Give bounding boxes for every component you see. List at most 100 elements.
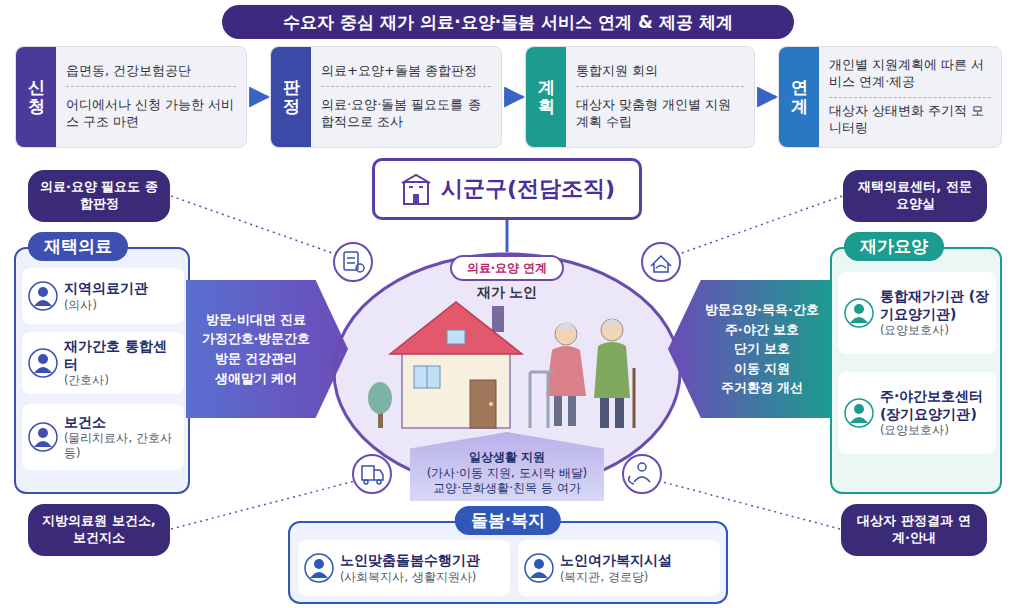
- node-text: 개인별 지원계획에 따른 서비스 연계·제공: [829, 57, 991, 98]
- node-heading: 재가요양: [860, 235, 928, 258]
- item-icon: [844, 398, 874, 428]
- connector: [249, 96, 268, 99]
- panel-tab: 재가요양: [844, 232, 944, 261]
- node-text: 생애말기 케어: [198, 370, 314, 388]
- node-heading: 지방의료원 보건소, 보건지소: [38, 513, 160, 547]
- node-heading: 주·야간보호센터 (장기요양기관): [880, 388, 990, 423]
- title-pill: 수요자 중심 재가 의료·요양·돌봄 서비스 연계 & 제공 체계: [222, 5, 794, 39]
- leader-lines: [171, 196, 842, 529]
- node-text: (물리치료사, 간호사 등): [64, 431, 178, 460]
- node-heading: 신청: [28, 78, 45, 115]
- item-texts: 노인맞춤돌봄수행기관(사회복지사, 생활지원사): [340, 552, 504, 584]
- connector: [504, 96, 523, 99]
- building-icon: [399, 172, 433, 206]
- item-texts: 보건소(물리치료사, 간호사 등): [64, 414, 178, 460]
- node-heading: 재가 노인: [477, 284, 538, 302]
- item-icon: [28, 348, 58, 378]
- service-panel: 지역의료기관(의사) 재가간호 통합센터(간호사) 보건소(물리치료사, 간호사 등…: [14, 232, 190, 494]
- node-heading: 노인여가복지시설: [560, 552, 714, 570]
- house: [390, 302, 522, 428]
- node-text: (요양보호사): [880, 423, 990, 437]
- arrow-fill: [410, 432, 604, 501]
- node-text: (요양보호사): [880, 323, 990, 337]
- panel-tab: 돌봄·복지: [455, 506, 561, 535]
- connector: [757, 96, 776, 99]
- step-tab: 연계: [779, 47, 819, 147]
- callout-pill: 의료·요양 필요도 종합판정: [28, 170, 170, 222]
- node-heading: 의료·요양 연계: [467, 260, 548, 277]
- item-icon: [28, 422, 58, 452]
- node-heading: 재택의료센터, 전문요양실: [853, 179, 977, 213]
- item-texts: 지역의료기관(의사): [64, 280, 178, 312]
- node-heading: 재가간호 통합센터: [64, 338, 178, 373]
- process-box: 연계 개인별 지원계획에 따른 서비스 연계·제공대상자 상태변화 주기적 모니터…: [778, 46, 1002, 148]
- node-text: 의료·요양·돌봄 필요도를 종합적으로 조사: [321, 97, 491, 131]
- tree: [368, 382, 392, 428]
- node-heading: 계획: [538, 78, 555, 115]
- node-text: 의료+요양+돌봄 종합판정: [321, 63, 491, 87]
- step-body: 통합지원 회의대상자 맞춤형 개인별 지원계획 수립: [566, 47, 754, 147]
- provider-item: 지역의료기관(의사): [22, 268, 184, 324]
- service-panel: 노인맞춤돌봄수행기관(사회복지사, 생활지원사) 노인여가복지시설(복지관, 경로…: [288, 506, 728, 604]
- node-heading: 일상생활 지원: [414, 450, 600, 466]
- step-body: 읍면동, 건강보험공단어디에서나 신청 가능한 서비스 구조 마련: [56, 47, 246, 147]
- item-icon: [844, 298, 874, 328]
- connector: [506, 220, 509, 252]
- provider-item: 재가간호 통합센터(간호사): [22, 332, 184, 394]
- node-heading: 통합재가기관 (장기요양기관): [880, 288, 990, 323]
- callout-pill: 대상자 판정결과 연계·안내: [841, 504, 987, 556]
- link-pill: 의료·요양 연계: [450, 255, 564, 281]
- item-texts: 재가간호 통합센터(간호사): [64, 338, 178, 387]
- node-heading: 지역의료기관: [64, 280, 178, 298]
- item-icon: [304, 553, 334, 583]
- node-text: (사회복지사, 생활지원사): [340, 570, 504, 584]
- panel-tab: 재택의료: [28, 232, 128, 261]
- node-text: 대상자 상태변화 주기적 모니터링: [829, 103, 991, 137]
- service-arrow: 방문·비대면 진료가정간호·방문간호방문 건강관리생애말기 케어: [186, 280, 348, 418]
- node-heading: 연계: [791, 78, 808, 115]
- node-heading: 재택의료: [44, 235, 112, 258]
- node-text: 대상자 맞춤형 개인별 지원계획 수립: [576, 97, 744, 131]
- node-text: 주·야간 보호: [702, 321, 822, 339]
- step-body: 의료+요양+돌봄 종합판정의료·요양·돌봄 필요도를 종합적으로 조사: [311, 47, 501, 147]
- node-text: (간호사): [64, 373, 178, 387]
- center-ground: [332, 252, 682, 492]
- item-icon: [28, 281, 58, 311]
- node-text: (의사): [64, 298, 178, 312]
- callout-pill: 지방의료원 보건소, 보건지소: [28, 504, 170, 556]
- provider-item: 통합재가기관 (장기요양기관)(요양보호사): [838, 272, 996, 354]
- step-tab: 신청: [16, 47, 56, 147]
- process-box: 신청 읍면동, 건강보험공단어디에서나 신청 가능한 서비스 구조 마련: [15, 46, 247, 148]
- process-box: 판정의료+요양+돌봄 종합판정의료·요양·돌봄 필요도를 종합적으로 조사: [270, 46, 502, 148]
- node-text: 어디에서나 신청 가능한 서비스 구조 마련: [66, 97, 236, 131]
- item-texts: 주·야간보호센터 (장기요양기관)(요양보호사): [880, 388, 990, 437]
- step-tab: 계획: [526, 47, 566, 147]
- node-heading: 방문요양·목욕·간호: [702, 301, 822, 319]
- node-heading: 방문·비대면 진료: [198, 311, 314, 329]
- node-text: 가정간호·방문간호: [198, 330, 314, 348]
- item-texts: 통합재가기관 (장기요양기관)(요양보호사): [880, 288, 990, 337]
- step-tab: 판정: [271, 47, 311, 147]
- ellipse-label: 재가 노인: [332, 282, 682, 302]
- node-heading: 노인맞춤돌봄수행기관: [340, 552, 504, 570]
- node-text: 주거환경 개선: [702, 379, 822, 397]
- service-arrow: 방문요양·목욕·간호주·야간 보호단기 보호이동 지원주거환경 개선: [668, 280, 832, 418]
- item-icon: [524, 553, 554, 583]
- step-body: 개인별 지원계획에 따른 서비스 연계·제공대상자 상태변화 주기적 모니터링: [819, 47, 1001, 147]
- node-heading: 의료·요양 필요도 종합판정: [38, 179, 160, 213]
- elderly-couple: [530, 319, 634, 428]
- office-box: 시군구(전담조직): [372, 158, 642, 220]
- provider-item: 보건소(물리치료사, 간호사 등): [22, 404, 184, 470]
- node-heading: 보건소: [64, 414, 178, 432]
- node-text: 교양·문화생활·친목 등 여가: [414, 481, 600, 497]
- provider-item: 노인여가복지시설(복지관, 경로당): [518, 540, 720, 596]
- node-text: (가사·이동 지원, 도시락 배달): [414, 466, 600, 482]
- arrow-fill: [186, 280, 348, 418]
- node-heading: 돌봄·복지: [471, 509, 545, 532]
- arrow-shape: [186, 280, 348, 418]
- process-box: 계획 통합지원 회의대상자 맞춤형 개인별 지원계획 수립: [525, 46, 755, 148]
- arrow-fill: [668, 280, 832, 418]
- provider-item: 주·야간보호센터 (장기요양기관)(요양보호사): [838, 372, 996, 454]
- node-text: 방문 건강관리: [198, 350, 314, 368]
